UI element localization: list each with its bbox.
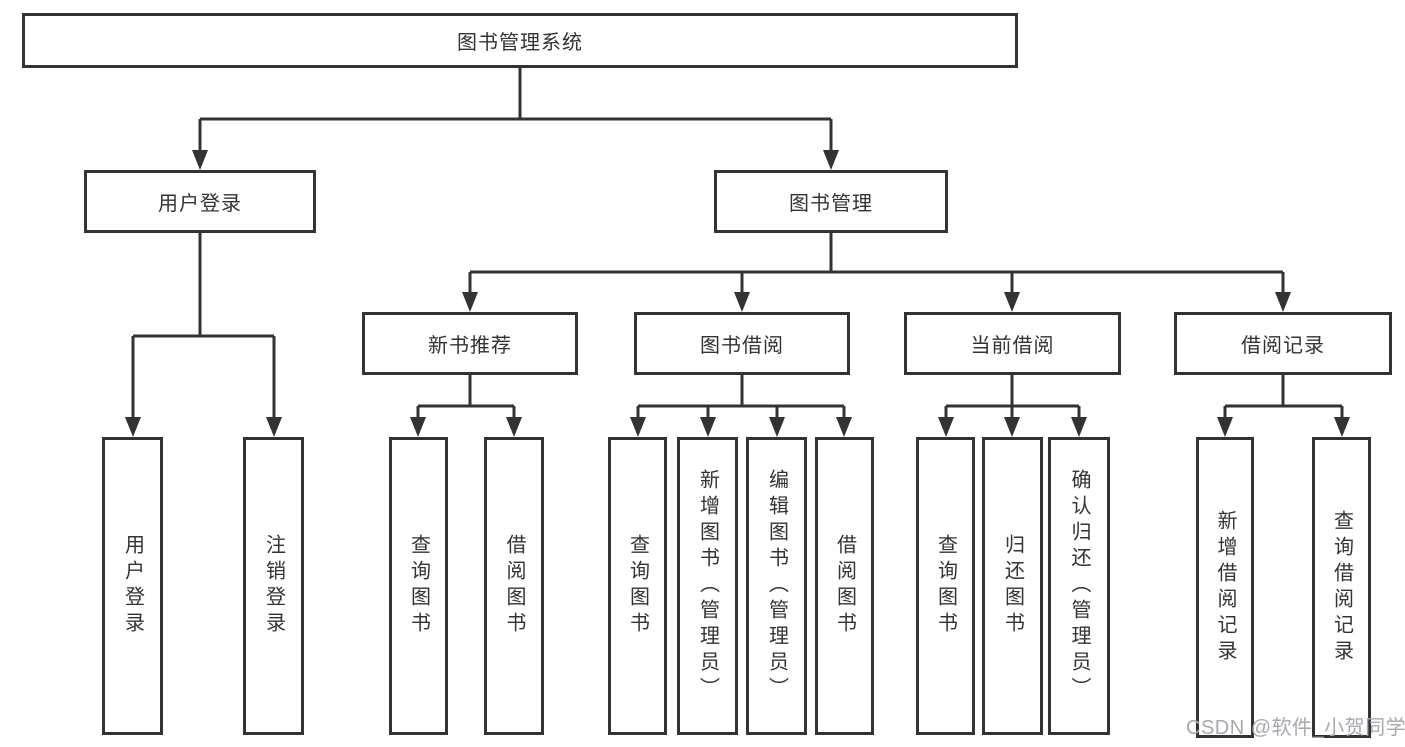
arrowhead-logout-leaf bbox=[266, 417, 282, 437]
leaf-br-query-record: 查询借阅记录 bbox=[1312, 437, 1371, 738]
node-book-mgmt: 图书管理 bbox=[714, 170, 948, 233]
node-new-book-rec-label: 新书推荐 bbox=[428, 335, 512, 357]
leaf-bb-query-book: 查询图书 bbox=[608, 437, 667, 735]
arrowhead-bb-query bbox=[630, 417, 646, 437]
node-user-login-label: 用户登录 bbox=[158, 193, 242, 215]
connector-new-book-branch bbox=[416, 375, 516, 419]
arrowhead-nb-borrow bbox=[506, 417, 522, 437]
leaf-cb-confirm-return-label: 确认归还（管理员） bbox=[1068, 469, 1090, 703]
arrowhead-user-login bbox=[192, 150, 208, 170]
arrowhead-current-borrow bbox=[1004, 292, 1020, 312]
arrowhead-br-add bbox=[1217, 417, 1233, 437]
connector-book-borrow-branch bbox=[636, 375, 846, 419]
leaf-cb-confirm-return: 确认归还（管理员） bbox=[1048, 437, 1110, 735]
leaf-bb-edit-book-label: 编辑图书（管理员） bbox=[765, 469, 788, 703]
node-book-borrow-label: 图书借阅 bbox=[700, 335, 784, 357]
arrowhead-cb-query bbox=[938, 417, 954, 437]
leaf-nb-query-book: 查询图书 bbox=[389, 437, 448, 735]
node-current-borrow: 当前借阅 bbox=[904, 312, 1121, 375]
leaf-bb-borrow-book-label: 借阅图书 bbox=[833, 534, 856, 638]
leaf-nb-borrow-book: 借阅图书 bbox=[484, 437, 544, 735]
leaf-bb-edit-book: 编辑图书（管理员） bbox=[746, 437, 807, 735]
leaf-bb-add-book: 新增图书（管理员） bbox=[677, 437, 738, 735]
connector-root-branch bbox=[198, 68, 833, 152]
leaf-br-query-record-label: 查询借阅记录 bbox=[1330, 509, 1353, 666]
node-root: 图书管理系统 bbox=[22, 13, 1018, 68]
node-book-borrow: 图书借阅 bbox=[634, 312, 850, 375]
node-user-login: 用户登录 bbox=[84, 170, 316, 233]
node-borrow-record: 借阅记录 bbox=[1174, 312, 1392, 375]
arrowhead-book-borrow bbox=[734, 292, 750, 312]
leaf-bb-query-book-label: 查询图书 bbox=[626, 534, 649, 638]
leaf-nb-borrow-book-label: 借阅图书 bbox=[503, 534, 525, 638]
leaf-nb-query-book-label: 查询图书 bbox=[407, 534, 430, 638]
arrowhead-new-book bbox=[462, 292, 478, 312]
leaf-br-add-record-label: 新增借阅记录 bbox=[1214, 509, 1236, 666]
arrowhead-cb-return bbox=[1004, 417, 1020, 437]
leaf-cb-return-book-label: 归还图书 bbox=[1001, 534, 1024, 638]
leaf-user-login-label: 用户登录 bbox=[121, 534, 144, 638]
leaf-bb-borrow-book: 借阅图书 bbox=[815, 437, 874, 735]
node-new-book-rec: 新书推荐 bbox=[362, 312, 578, 375]
node-root-label: 图书管理系统 bbox=[457, 32, 583, 54]
arrowhead-bb-add bbox=[700, 417, 716, 437]
node-book-mgmt-label: 图书管理 bbox=[789, 193, 873, 215]
arrowhead-br-query bbox=[1334, 417, 1350, 437]
leaf-cb-return-book: 归还图书 bbox=[982, 437, 1043, 735]
leaf-cb-query-book-label: 查询图书 bbox=[934, 534, 957, 638]
arrowhead-login-leaf bbox=[125, 417, 141, 437]
leaf-logout: 注销登录 bbox=[243, 437, 304, 735]
leaf-cb-query-book: 查询图书 bbox=[916, 437, 975, 735]
connector-user-login-branch bbox=[131, 233, 276, 419]
arrowhead-bb-borrow bbox=[836, 417, 852, 437]
connector-book-mgmt-branch bbox=[468, 233, 1285, 294]
node-current-borrow-label: 当前借阅 bbox=[970, 335, 1055, 357]
arrowhead-cb-confirm bbox=[1071, 417, 1087, 437]
arrowhead-borrow-record bbox=[1275, 292, 1291, 312]
arrowhead-book-mgmt bbox=[823, 150, 839, 170]
arrowhead-nb-query bbox=[410, 417, 426, 437]
leaf-logout-label: 注销登录 bbox=[262, 534, 285, 638]
leaf-bb-add-book-label: 新增图书（管理员） bbox=[696, 469, 719, 703]
leaf-user-login: 用户登录 bbox=[102, 437, 163, 735]
csdn-watermark: CSDN @软件_小贺同学 bbox=[1186, 717, 1405, 739]
arrowhead-bb-edit bbox=[769, 417, 785, 437]
connector-current-borrow-branch bbox=[944, 375, 1081, 419]
leaf-br-add-record: 新增借阅记录 bbox=[1196, 437, 1254, 738]
node-borrow-record-label: 借阅记录 bbox=[1241, 335, 1325, 357]
connector-borrow-record-branch bbox=[1223, 375, 1344, 419]
